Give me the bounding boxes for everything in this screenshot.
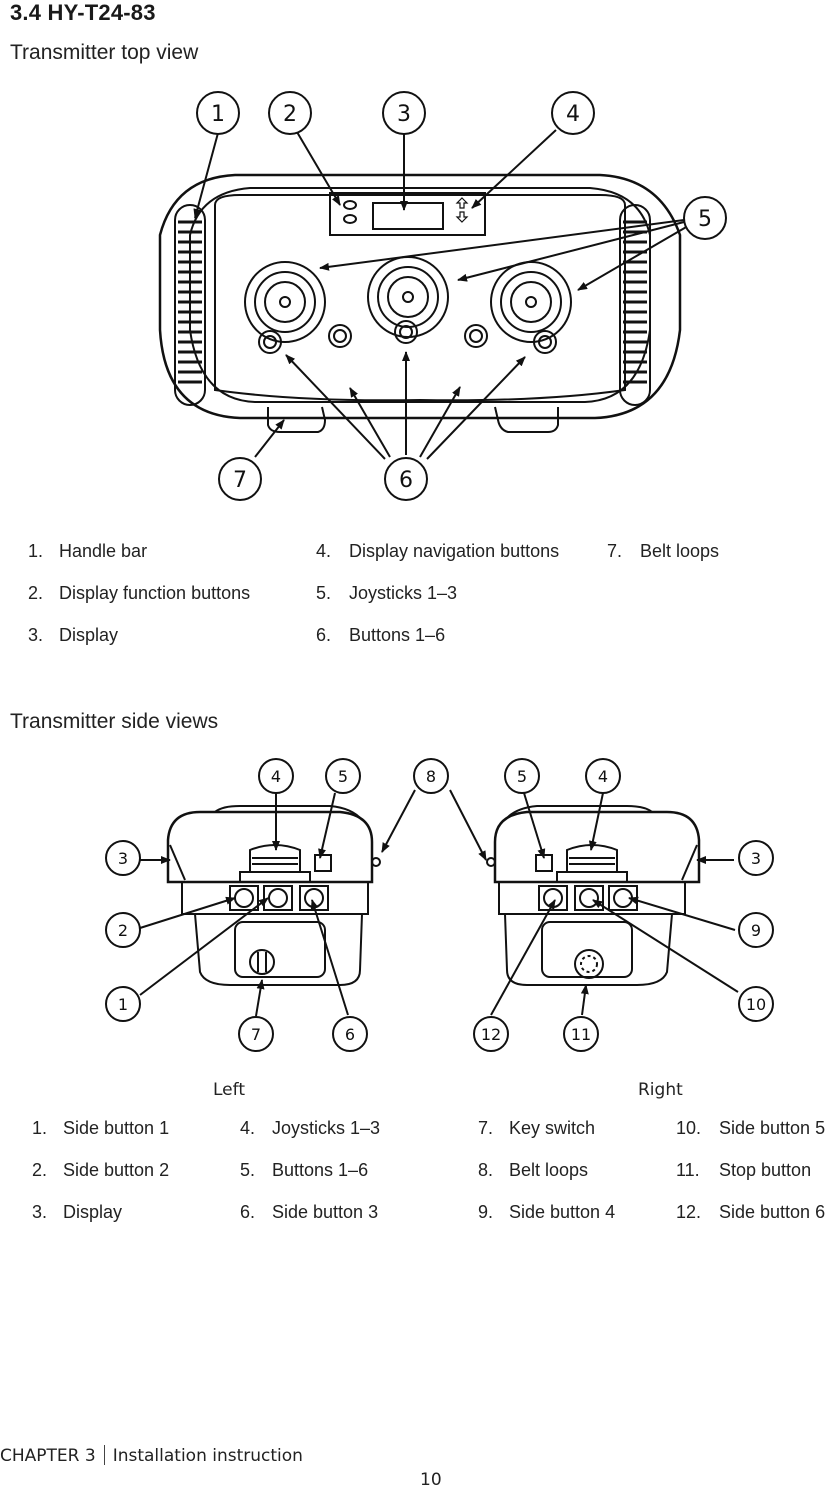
top-callout-6: 6 xyxy=(399,468,413,493)
section-heading: 3.4 HY-T24-83 xyxy=(10,0,156,25)
left-callout-3: 3 xyxy=(118,849,128,868)
right-view-label: Right xyxy=(638,1080,683,1100)
right-callout-3: 3 xyxy=(751,849,761,868)
top-view-title: Transmitter top view xyxy=(10,41,199,64)
right-callout-4: 4 xyxy=(598,767,608,786)
left-callout-2: 2 xyxy=(118,921,128,940)
page-footer: CHAPTER 3 Installation instruction xyxy=(0,1445,303,1466)
footer-section: Installation instruction xyxy=(112,1446,303,1466)
right-callout-10: 10 xyxy=(746,995,766,1014)
footer-divider xyxy=(103,1445,105,1465)
center-callout-8: 8 xyxy=(426,767,436,786)
left-callout-6: 6 xyxy=(345,1025,355,1044)
right-callout-5: 5 xyxy=(517,767,527,786)
top-callout-7: 7 xyxy=(233,468,247,493)
top-callout-4: 4 xyxy=(566,102,580,127)
transmitter-side-views-diagram: 4 5 3 2 1 7 6 8 5 4 3 9 10 12 11 xyxy=(105,758,774,1052)
side-views-title: Transmitter side views xyxy=(10,710,219,733)
left-callout-5: 5 xyxy=(338,767,348,786)
top-callout-5: 5 xyxy=(698,207,712,232)
right-callout-9: 9 xyxy=(751,921,761,940)
left-callout-1: 1 xyxy=(118,995,128,1014)
top-callout-2: 2 xyxy=(283,102,297,127)
right-callout-11: 11 xyxy=(571,1025,591,1044)
right-callout-12: 12 xyxy=(481,1025,501,1044)
footer-chapter: CHAPTER 3 xyxy=(0,1446,96,1466)
left-callout-7: 7 xyxy=(251,1025,261,1044)
left-callout-4: 4 xyxy=(271,767,281,786)
page-number: 10 xyxy=(420,1470,442,1490)
transmitter-top-view-diagram: 1 2 3 4 5 6 7 xyxy=(158,91,727,501)
top-callout-1: 1 xyxy=(211,102,225,127)
top-callout-3: 3 xyxy=(397,102,411,127)
left-view-label: Left xyxy=(213,1080,245,1100)
